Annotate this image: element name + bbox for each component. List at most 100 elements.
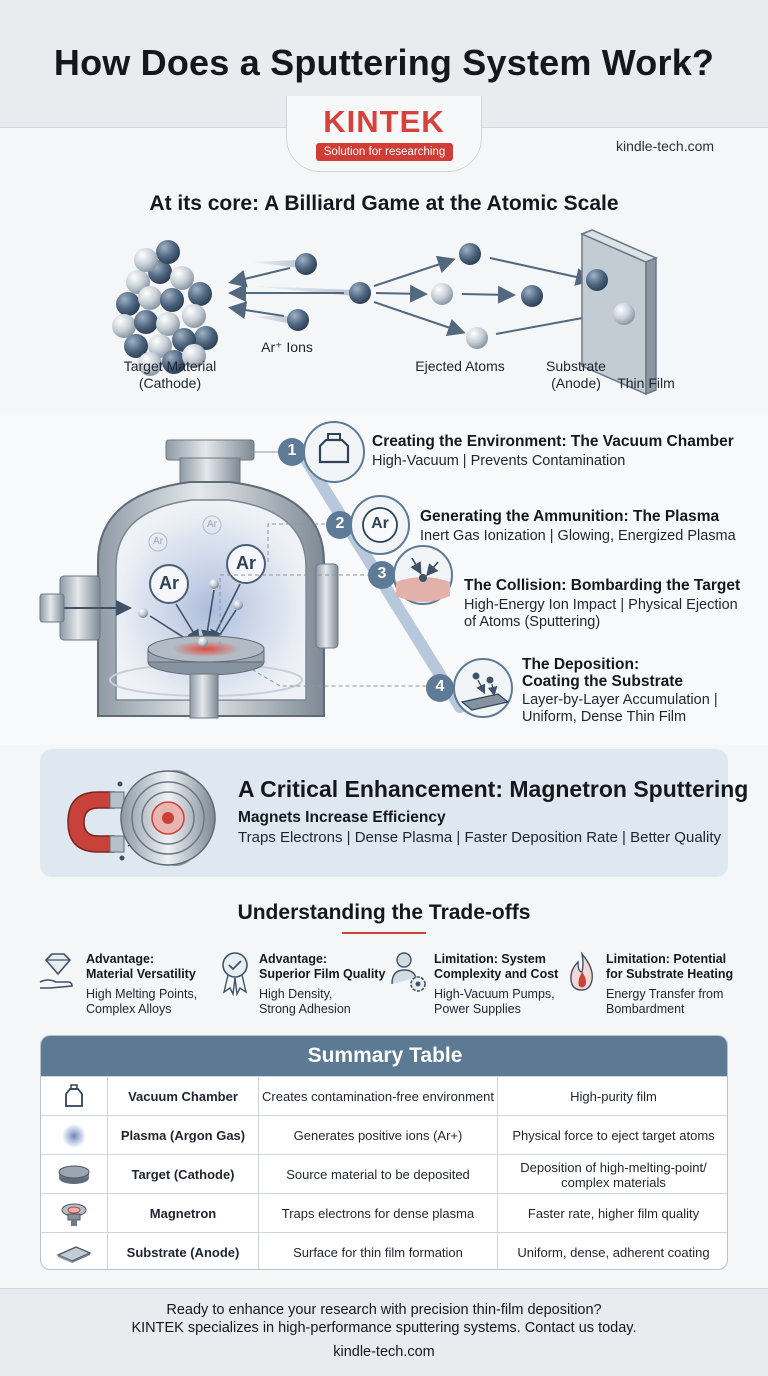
step4-desc-line1: Layer-by-Layer Accumulation | [522,692,718,708]
billiard-diagram [112,229,658,396]
ion-atom [349,282,371,304]
ion-atom [287,309,309,331]
step4-desc-line2: Uniform, Dense Thin Film [522,709,687,725]
tradeoff4-heading-line2: for Substrate Heating [606,967,734,981]
logo-tagline: Solution for researching [316,143,453,161]
tradeoff1-desc-line1: High Melting Points, [86,987,198,1001]
substrate-plate-icon [41,1233,107,1269]
billiard-section-title: At its core: A Billiard Game at the Atom… [149,192,619,215]
tradeoff2-desc-line1: High Density, [259,987,333,1001]
award-ribbon-icon [222,952,248,996]
chamber-icon [41,1077,107,1116]
summary-table: Summary Table Vacuum Chamber Creates con… [40,1035,728,1270]
table-cell-result: Faster rate, higher film quality [497,1194,727,1233]
ion-atom [295,253,317,275]
step3-desc-line2: of Atoms (Sputtering) [464,614,601,630]
step2-title: Generating the Ammunition: The Plasma [420,508,720,525]
tradeoff1-heading-line2: Material Versatility [86,967,196,981]
summary-table-header [41,1036,727,1076]
tradeoff3-desc-line2: Power Supplies [434,1002,521,1016]
table-cell-role: Generates positive ions (Ar+) [258,1116,497,1155]
label-substrate: Substrate [546,358,606,374]
step2-ar-icon: Ar [371,515,389,532]
label-ejected-atoms: Ejected Atoms [415,358,505,374]
ejected-atom [459,243,481,265]
label-target-material: Target Material [123,358,217,374]
tradeoff3-heading-line1: Limitation: System [434,952,546,966]
target-disc-icon [41,1155,107,1194]
tradeoff3-heading-line2: Complexity and Cost [434,967,559,981]
tradeoff4-desc-line2: Bombardment [606,1002,685,1016]
diamond-hand-icon [39,953,73,989]
tradeoff1-desc-line2: Complex Alloys [86,1002,172,1016]
table-cell-component: Plasma (Argon Gas) [107,1116,258,1155]
ar-label-faint: Ar [153,536,163,547]
site-link-top[interactable]: kindle-tech.com [616,138,715,154]
magnetron-description: Traps Electrons | Dense Plasma | Faster … [238,829,721,846]
step4-title-line1: The Deposition: [522,656,640,673]
plasma-icon [41,1116,107,1155]
table-cell-role: Surface for thin film formation [258,1233,497,1269]
table-row: Target (Cathode) Source material to be d… [41,1154,727,1194]
label-ar-ions: Ar⁺ Ions [261,339,313,355]
magnetron-icon [41,1194,107,1233]
footer-cta-line1: Ready to enhance your research with prec… [166,1302,602,1318]
tradeoff4-desc-line1: Energy Transfer from [606,987,724,1001]
step-number-2: 2 [335,515,345,532]
tradeoff3-desc-line1: High-Vacuum Pumps, [434,987,555,1001]
step2-desc: Inert Gas Ionization | Glowing, Energize… [420,528,736,544]
tradeoff2-heading-line1: Advantage: [259,952,328,966]
ar-label-faint: Ar [207,519,217,530]
person-gear-icon [391,952,426,992]
label-anode: (Anode) [551,375,601,391]
table-row: Vacuum Chamber Creates contamination-fre… [41,1076,727,1116]
magnetron-subtitle: Magnets Increase Efficiency [238,809,446,826]
table-cell-component: Vacuum Chamber [107,1077,258,1116]
flame-icon [570,951,593,991]
chamber-diagram [39,421,513,719]
step1-title: Creating the Environment: The Vacuum Cha… [372,433,734,450]
step-number-1: 1 [287,442,297,459]
summary-table-title: Summary Table [307,1044,463,1067]
table-cell-result: Physical force to eject target atoms [497,1116,727,1155]
footer-cta-line2: KINTEK specializes in high-performance s… [131,1320,637,1336]
magnetron-title: A Critical Enhancement: Magnetron Sputte… [238,776,749,802]
target-atom-cluster [112,240,218,376]
step1-desc: High-Vacuum | Prevents Contamination [372,453,626,469]
table-row: Plasma (Argon Gas) Generates positive io… [41,1115,727,1155]
table-cell-result: High-purity film [497,1077,727,1116]
tradeoffs-underline [342,932,426,934]
tradeoff1-heading-line1: Advantage: [86,952,155,966]
label-cathode: (Cathode) [138,375,202,391]
table-row: Magnetron Traps electrons for dense plas… [41,1193,727,1233]
step3-desc-line1: High-Energy Ion Impact | Physical Ejecti… [464,597,738,613]
ar-label-ion: Ar [235,553,256,573]
tradeoff2-heading-line2: Superior Film Quality [259,967,386,981]
tradeoff2-desc-line2: Strong Adhesion [259,1002,351,1016]
step-number-3: 3 [377,565,387,582]
table-cell-result-line2: complex materials [561,1174,666,1190]
page-title: How Does a Sputtering System Work? [53,42,715,83]
magnet-target-icon [67,770,216,866]
tradeoffs-title: Understanding the Trade-offs [237,901,531,924]
substrate-plate [580,229,658,396]
table-cell-role: Traps electrons for dense plasma [258,1194,497,1233]
footer [0,1288,768,1376]
step4-title-line2: Coating the Substrate [522,673,684,690]
table-cell-result: Deposition of high-melting-point/ comple… [497,1155,727,1194]
step3-title: The Collision: Bombarding the Target [464,577,741,594]
label-thin-film: Thin Film [617,375,675,391]
table-cell-component: Magnetron [107,1194,258,1233]
ejected-atom [466,327,488,349]
ar-label-ion: Ar [158,573,179,593]
table-cell-role: Source material to be deposited [258,1155,497,1194]
table-cell-component: Target (Cathode) [107,1155,258,1194]
table-cell-component: Substrate (Anode) [107,1233,258,1269]
table-cell-result: Uniform, dense, adherent coating [497,1233,727,1269]
step-number-4: 4 [435,678,445,695]
tradeoff4-heading-line1: Limitation: Potential [606,952,727,966]
kintek-logo[interactable]: KINTEK [323,104,445,139]
table-cell-role: Creates contamination-free environment [258,1077,497,1116]
ejected-atom [431,283,453,305]
footer-site-link[interactable]: kindle-tech.com [333,1344,435,1360]
